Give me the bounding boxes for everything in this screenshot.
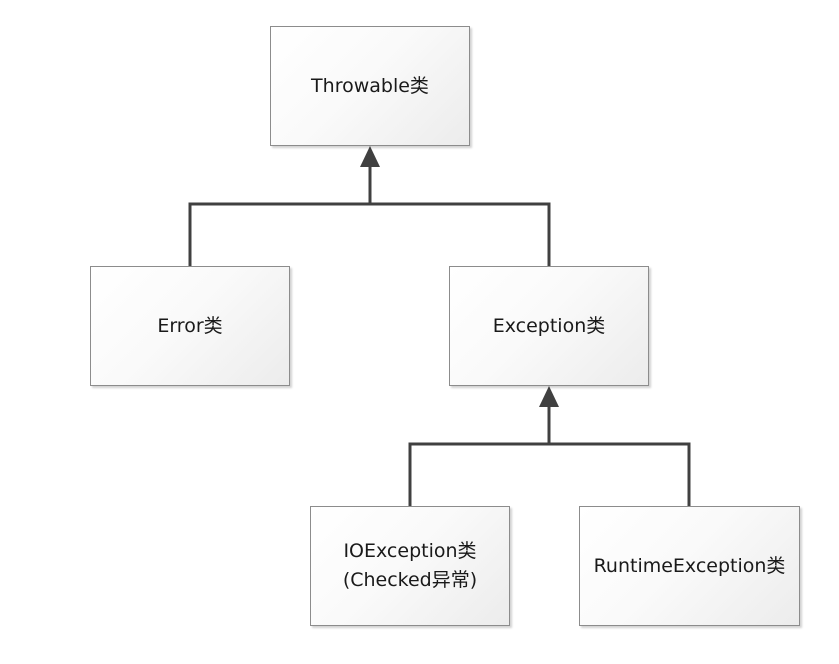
arrowhead-throwable bbox=[360, 146, 380, 167]
node-runtimeexception: RuntimeException类 bbox=[579, 506, 800, 626]
connector-exception-to-throwable bbox=[370, 202, 551, 266]
node-error: Error类 bbox=[90, 266, 290, 386]
node-throwable-label: Throwable类 bbox=[311, 74, 429, 97]
node-exception: Exception类 bbox=[449, 266, 649, 386]
connector-runtimeexception-to-exception bbox=[549, 442, 691, 506]
node-error-label: Error类 bbox=[157, 314, 223, 337]
connector-ioexception-to-exception bbox=[408, 442, 549, 506]
node-exception-label: Exception类 bbox=[492, 314, 606, 337]
node-throwable: Throwable类 bbox=[270, 26, 470, 146]
connector-error-to-throwable bbox=[188, 202, 370, 266]
arrowhead-exception bbox=[539, 386, 559, 407]
node-ioexception-label-line-2: (Checked异常) bbox=[342, 569, 478, 591]
node-ioexception: IOException类 (Checked异常) bbox=[310, 506, 510, 626]
node-runtimeexception-label: RuntimeException类 bbox=[593, 554, 786, 577]
node-ioexception-label-line-1: IOException类 bbox=[343, 540, 477, 562]
